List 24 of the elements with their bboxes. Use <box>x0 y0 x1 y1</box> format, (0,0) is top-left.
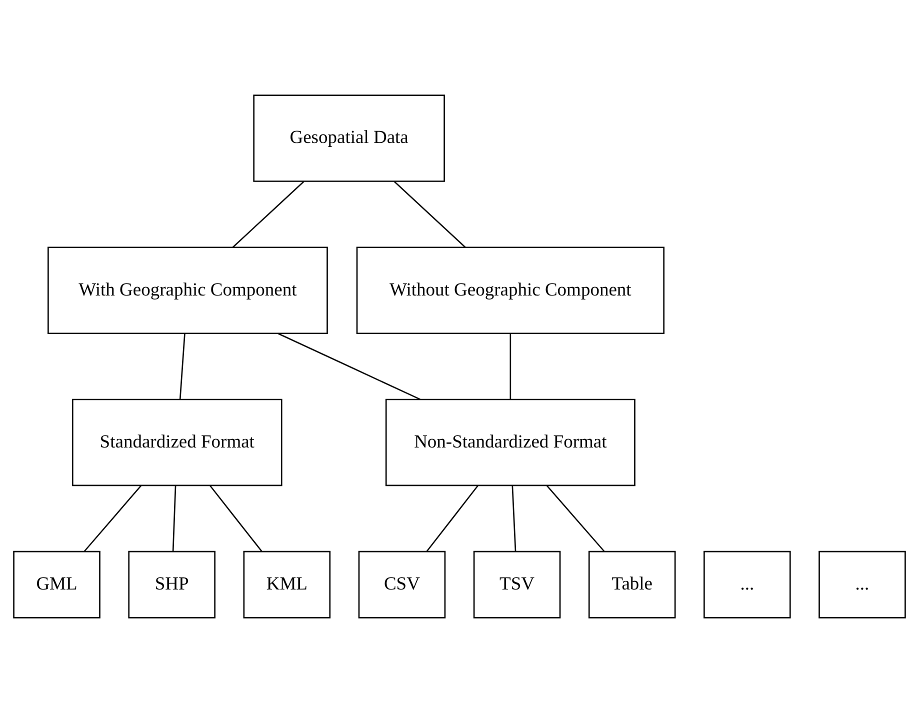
node-box: TSV <box>473 550 561 618</box>
connector <box>172 486 176 552</box>
node-box: ... <box>818 550 906 618</box>
node-box: Non-Standardized Format <box>385 398 636 486</box>
connector <box>232 181 304 248</box>
connector <box>510 334 512 400</box>
node-box: ... <box>704 550 791 618</box>
node-box: Standardized Format <box>72 398 282 486</box>
connector <box>394 181 466 248</box>
connector <box>210 485 262 552</box>
connector <box>179 334 186 400</box>
node-box: Without Geographic Component <box>356 246 664 334</box>
connector <box>426 485 478 552</box>
connector <box>84 485 142 552</box>
node-box: SHP <box>128 550 216 618</box>
connector <box>546 485 605 552</box>
node-box: Gesopatial Data <box>253 94 445 182</box>
node-box: GML <box>13 550 100 618</box>
node-box: KML <box>243 550 331 618</box>
node-box: With Geographic Component <box>48 246 328 334</box>
node-box: CSV <box>358 550 446 618</box>
node-box: Table <box>588 550 676 618</box>
connector <box>278 332 420 400</box>
connector <box>512 486 516 552</box>
